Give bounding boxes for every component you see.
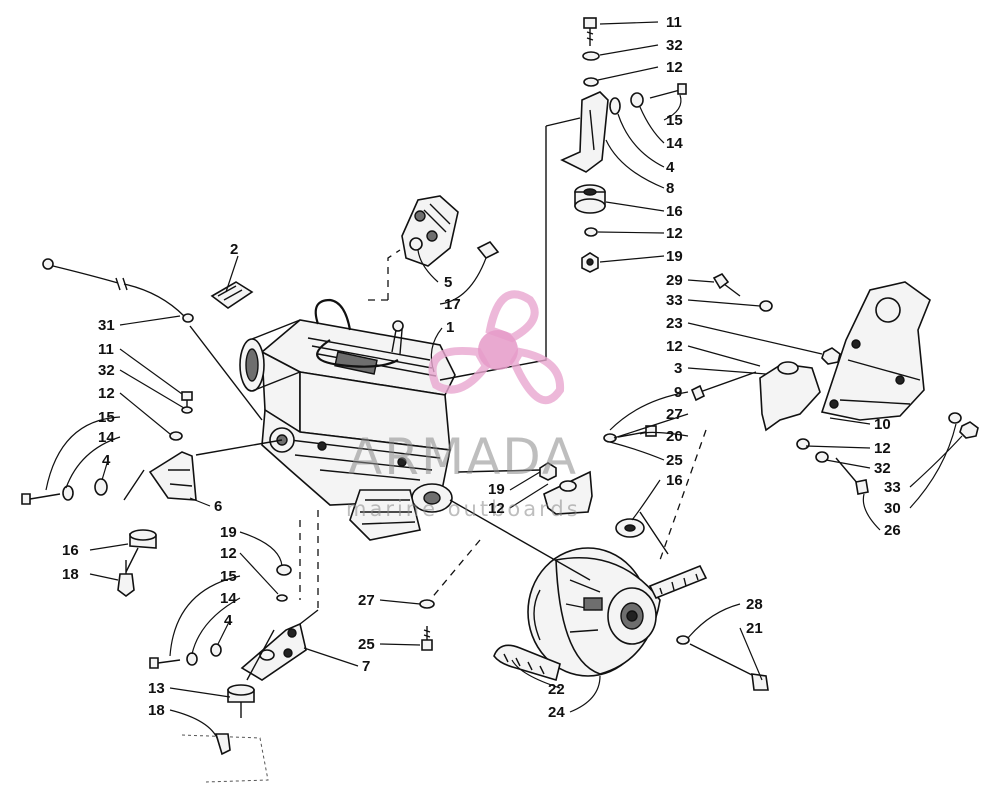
propeller-hub xyxy=(478,330,518,370)
propeller-blade-right xyxy=(509,347,565,405)
watermark: ARMADA marine outboards xyxy=(346,290,581,521)
callout-c12e: 12 xyxy=(98,385,115,402)
watermark-brand: ARMADA xyxy=(348,428,578,486)
callout-c12f: 12 xyxy=(220,545,237,562)
callout-c21: 21 xyxy=(746,620,763,637)
ground-wire-part xyxy=(42,258,194,323)
callout-c20: 20 xyxy=(666,428,683,445)
callout-c16c: 16 xyxy=(62,542,79,559)
callout-c4a: 4 xyxy=(666,159,675,176)
callout-c14b: 14 xyxy=(98,429,115,446)
callout-c9: 9 xyxy=(674,384,682,401)
callout-c27b: 27 xyxy=(358,592,375,609)
callout-c32c: 32 xyxy=(98,362,115,379)
callout-c31: 31 xyxy=(98,317,115,334)
callout-c19b: 19 xyxy=(220,524,237,541)
right-mount-plate xyxy=(690,272,979,495)
callout-c14c: 14 xyxy=(220,590,237,607)
callout-c2: 2 xyxy=(230,241,238,258)
callout-c26: 26 xyxy=(884,522,901,539)
callout-c11b: 11 xyxy=(98,341,114,358)
decal-part xyxy=(210,281,254,309)
callout-c7: 7 xyxy=(362,658,370,675)
callout-c19a: 19 xyxy=(666,248,683,265)
right-upper-mount xyxy=(560,17,687,273)
callout-c4c: 4 xyxy=(224,612,233,629)
callout-c1: 1 xyxy=(446,319,454,336)
callout-c15c: 15 xyxy=(220,568,237,585)
callout-c12b: 12 xyxy=(666,225,683,242)
callout-c12d: 12 xyxy=(874,440,891,457)
propeller-logo-icon xyxy=(428,290,565,405)
callout-c12g: 12 xyxy=(488,500,505,517)
drive-clutch-assembly xyxy=(493,547,769,691)
leader-lines xyxy=(45,21,963,741)
callout-c6: 6 xyxy=(214,498,222,515)
callout-c12a: 12 xyxy=(666,59,683,76)
watermark-tagline: marine outboards xyxy=(346,497,581,521)
callout-c28: 28 xyxy=(746,596,763,613)
callout-c13: 13 xyxy=(148,680,165,697)
callout-labels: 11 32 12 15 14 4 8 16 12 19 29 33 23 12 … xyxy=(62,14,901,721)
callout-c25b: 25 xyxy=(358,636,375,653)
callout-c23: 23 xyxy=(666,315,683,332)
left-mount-upper xyxy=(21,391,197,597)
callout-c30: 30 xyxy=(884,500,901,517)
callout-c16a: 16 xyxy=(666,203,683,220)
callout-c18b: 18 xyxy=(148,702,165,719)
callout-c15b: 15 xyxy=(98,409,115,426)
callout-c10: 10 xyxy=(874,416,891,433)
callout-c33b: 33 xyxy=(884,479,901,496)
left-mount-lower xyxy=(149,564,307,783)
callout-c25a: 25 xyxy=(666,452,683,469)
assembly-lines xyxy=(123,117,669,681)
callout-c33a: 33 xyxy=(666,292,683,309)
reference-lines xyxy=(299,249,707,610)
callout-c32a: 32 xyxy=(666,37,683,54)
callout-c14a: 14 xyxy=(666,135,683,152)
callout-c3: 3 xyxy=(674,360,682,377)
callout-c12c: 12 xyxy=(666,338,683,355)
callout-c24: 24 xyxy=(548,704,565,721)
callout-c4b: 4 xyxy=(102,452,111,469)
callout-c29: 29 xyxy=(666,272,683,289)
callout-c18a: 18 xyxy=(62,566,79,583)
propeller-blade-top xyxy=(485,290,539,343)
callout-c27a: 27 xyxy=(666,406,683,423)
callout-c17: 17 xyxy=(444,296,461,313)
callout-c19c: 19 xyxy=(488,481,505,498)
callout-c8: 8 xyxy=(666,180,674,197)
callout-c11a: 11 xyxy=(666,14,682,31)
callout-c5: 5 xyxy=(444,274,452,291)
callout-c15a: 15 xyxy=(666,112,683,129)
upper-bracket-part xyxy=(401,195,500,267)
callout-c22: 22 xyxy=(548,681,565,698)
callout-c32b: 32 xyxy=(874,460,891,477)
callout-c16b: 16 xyxy=(666,472,683,489)
propeller-blade-left xyxy=(428,347,491,394)
engine-assembly xyxy=(239,298,456,541)
